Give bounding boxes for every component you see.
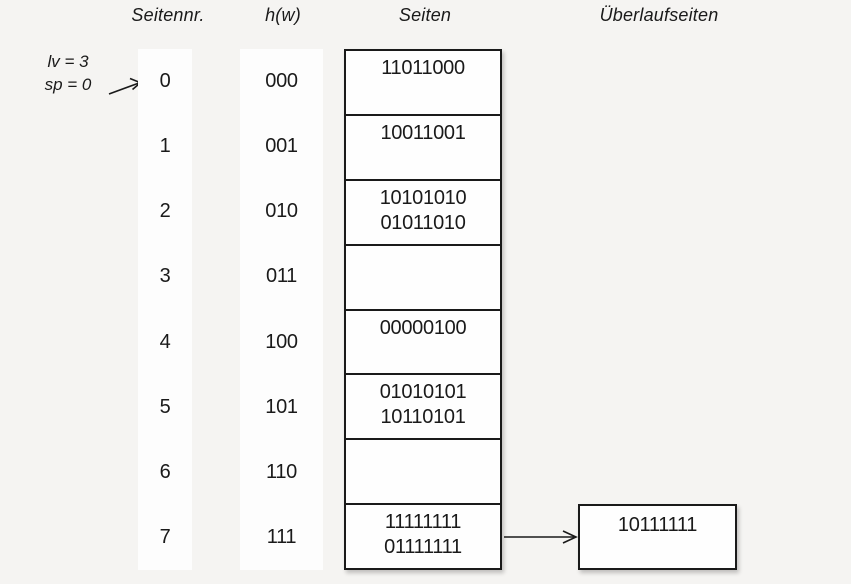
hash-value: 011 <box>266 265 297 288</box>
page-number: 4 <box>159 330 171 353</box>
page-number: 3 <box>159 265 171 288</box>
pages-box: 11011000 10011001 10101010 01011010 0000… <box>344 49 502 570</box>
record-value: 10011001 <box>380 121 466 144</box>
overflow-record-value: 10111111 <box>617 514 698 536</box>
page-number: 6 <box>159 460 171 483</box>
hash-value: 001 <box>265 135 298 158</box>
record-value: 01111111 <box>384 536 462 559</box>
page-cell-1: 10011001 <box>346 116 500 181</box>
hash-value-column: 000 001 010 011 100 101 110 111 <box>240 49 323 570</box>
page-cell-0: 11011000 <box>346 51 500 116</box>
page-number: 0 <box>159 70 171 93</box>
record-value: 10101010 <box>379 186 467 209</box>
page-cell-7: 11111111 01111111 <box>346 505 500 568</box>
hash-value: 100 <box>265 330 298 353</box>
hash-value: 110 <box>266 460 297 483</box>
record-value: 01010101 <box>379 381 467 404</box>
record-value: 00000100 <box>379 316 467 339</box>
page-number: 5 <box>159 395 171 418</box>
hash-value: 000 <box>265 70 298 93</box>
hash-value: 111 <box>266 525 297 548</box>
column-header-hw: h(w) <box>265 5 301 25</box>
page-cell-2: 10101010 01011010 <box>346 181 500 246</box>
overflow-link-arrow-icon <box>504 530 578 544</box>
column-header-seitennr: Seitennr. <box>131 5 205 25</box>
lv-value: lv = 3 <box>47 52 89 71</box>
page-number-column: 0 1 2 3 4 5 6 7 <box>138 49 192 570</box>
page-number: 7 <box>159 525 171 548</box>
page-cell-4: 00000100 <box>346 311 500 376</box>
page-number: 2 <box>159 200 171 223</box>
record-value: 11011000 <box>381 57 465 79</box>
overflow-page-box: 10111111 <box>578 504 737 570</box>
record-value: 01011010 <box>380 211 466 234</box>
sp-value: sp = 0 <box>44 75 92 94</box>
record-value: 11111111 <box>384 511 462 534</box>
state-annotation: lv = 3 sp = 0 <box>28 50 108 96</box>
hash-column-strip <box>240 49 323 570</box>
page-cell-5: 01010101 10110101 <box>346 375 500 441</box>
page-cell-6 <box>346 440 500 506</box>
hash-value: 010 <box>265 200 298 223</box>
record-value: 10110101 <box>380 406 466 429</box>
hash-value: 101 <box>265 395 298 418</box>
page-cell-3 <box>346 246 500 311</box>
pagenr-column-strip <box>138 49 192 570</box>
page-number: 1 <box>159 135 171 158</box>
column-header-seiten: Seiten <box>398 5 452 25</box>
column-header-ueberlaufseiten: Überlaufseiten <box>599 5 719 25</box>
